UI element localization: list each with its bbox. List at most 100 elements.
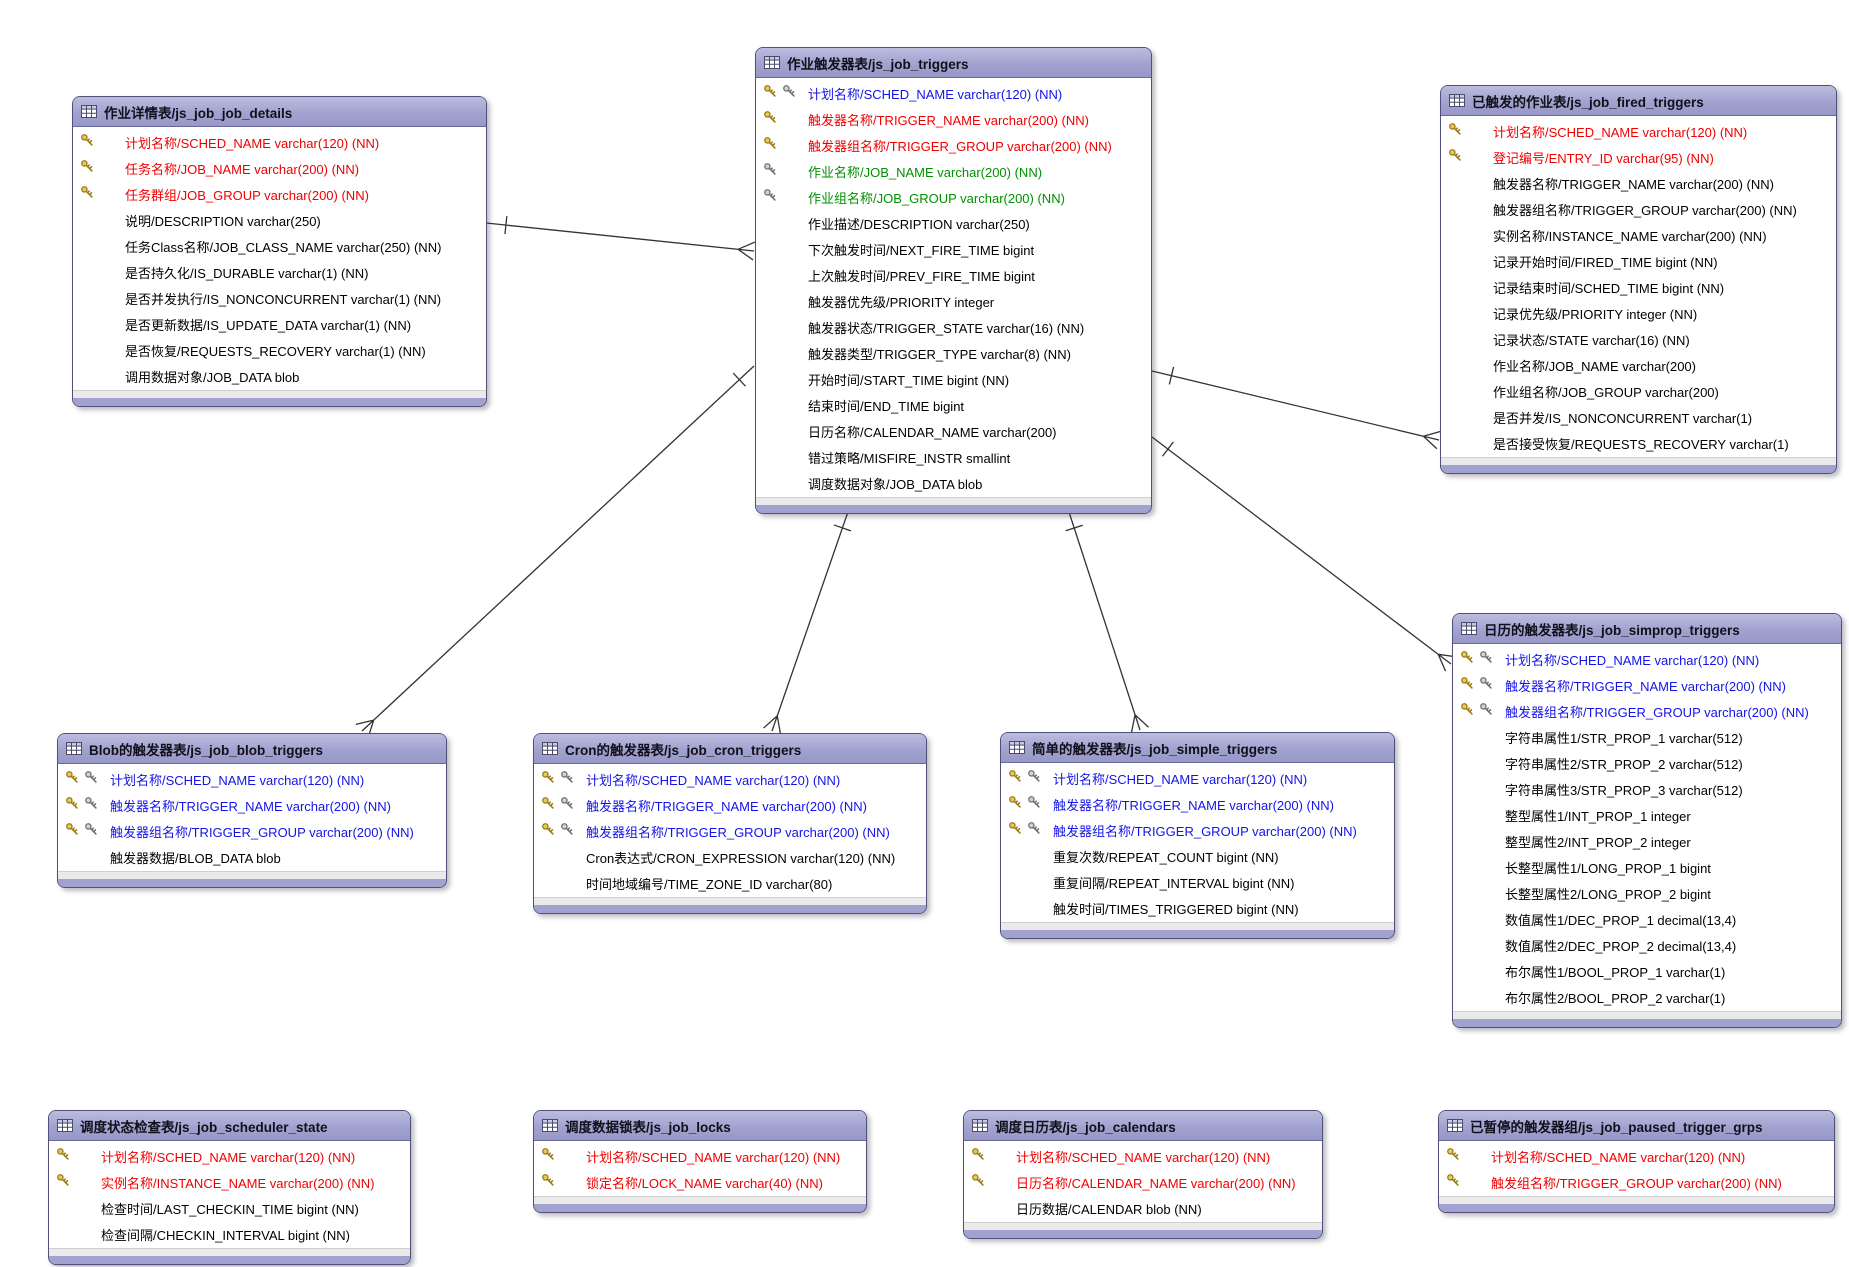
field-row[interactable]: 触发器数据/BLOB_DATA blob — [58, 844, 446, 870]
field-row[interactable]: 实例名称/INSTANCE_NAME varchar(200) (NN) — [1441, 222, 1836, 248]
field-row[interactable]: 字符串属性3/STR_PROP_3 varchar(512) — [1453, 776, 1841, 802]
field-row[interactable]: 长整型属性1/LONG_PROP_1 bigint — [1453, 854, 1841, 880]
table-header[interactable]: Cron的触发器表/js_job_cron_triggers — [534, 734, 926, 764]
table-header[interactable]: 调度状态检查表/js_job_scheduler_state — [49, 1111, 410, 1141]
field-row[interactable]: 是否并发执行/IS_NONCONCURRENT varchar(1) (NN) — [73, 285, 486, 311]
table-header[interactable]: Blob的触发器表/js_job_blob_triggers — [58, 734, 446, 764]
field-row[interactable]: 开始时间/START_TIME bigint (NN) — [756, 366, 1151, 392]
field-row[interactable]: 调度数据对象/JOB_DATA blob — [756, 470, 1151, 496]
field-row[interactable]: 计划名称/SCHED_NAME varchar(120) (NN) — [58, 766, 446, 792]
table-header[interactable]: 简单的触发器表/js_job_simple_triggers — [1001, 733, 1394, 763]
field-row[interactable]: 触发器优先级/PRIORITY integer — [756, 288, 1151, 314]
field-row[interactable]: 布尔属性1/BOOL_PROP_1 varchar(1) — [1453, 958, 1841, 984]
field-row[interactable]: 检查间隔/CHECKIN_INTERVAL bigint (NN) — [49, 1221, 410, 1247]
field-row[interactable]: 重复间隔/REPEAT_INTERVAL bigint (NN) — [1001, 869, 1394, 895]
field-row[interactable]: 触发器名称/TRIGGER_NAME varchar(200) (NN) — [1441, 170, 1836, 196]
field-row[interactable]: 触发器组名称/TRIGGER_GROUP varchar(200) (NN) — [534, 818, 926, 844]
field-row[interactable]: 时间地域编号/TIME_ZONE_ID varchar(80) — [534, 870, 926, 896]
field-row[interactable]: 计划名称/SCHED_NAME varchar(120) (NN) — [756, 80, 1151, 106]
field-row[interactable]: 数值属性1/DEC_PROP_1 decimal(13,4) — [1453, 906, 1841, 932]
field-row[interactable]: 锁定名称/LOCK_NAME varchar(40) (NN) — [534, 1169, 866, 1195]
field-row[interactable]: 触发器名称/TRIGGER_NAME varchar(200) (NN) — [1001, 791, 1394, 817]
field-row[interactable]: 是否更新数据/IS_UPDATE_DATA varchar(1) (NN) — [73, 311, 486, 337]
field-row[interactable]: 调用数据对象/JOB_DATA blob — [73, 363, 486, 389]
field-row[interactable]: 触发器组名称/TRIGGER_GROUP varchar(200) (NN) — [1453, 698, 1841, 724]
field-row[interactable]: 计划名称/SCHED_NAME varchar(120) (NN) — [1453, 646, 1841, 672]
field-row[interactable]: 重复次数/REPEAT_COUNT bigint (NN) — [1001, 843, 1394, 869]
table-header[interactable]: 作业详情表/js_job_job_details — [73, 97, 486, 127]
field-row[interactable]: 触发组名称/TRIGGER_GROUP varchar(200) (NN) — [1439, 1169, 1834, 1195]
field-row[interactable]: 作业组名称/JOB_GROUP varchar(200) (NN) — [756, 184, 1151, 210]
table-header[interactable]: 已触发的作业表/js_job_fired_triggers — [1441, 86, 1836, 116]
field-row[interactable]: 字符串属性2/STR_PROP_2 varchar(512) — [1453, 750, 1841, 776]
field-row[interactable]: 布尔属性2/BOOL_PROP_2 varchar(1) — [1453, 984, 1841, 1010]
field-row[interactable]: 任务Class名称/JOB_CLASS_NAME varchar(250) (N… — [73, 233, 486, 259]
field-row[interactable]: 触发器组名称/TRIGGER_GROUP varchar(200) (NN) — [1441, 196, 1836, 222]
field-row[interactable]: 是否恢复/REQUESTS_RECOVERY varchar(1) (NN) — [73, 337, 486, 363]
field-row[interactable]: 整型属性2/INT_PROP_2 integer — [1453, 828, 1841, 854]
field-row[interactable]: 作业组名称/JOB_GROUP varchar(200) — [1441, 378, 1836, 404]
field-row[interactable]: Cron表达式/CRON_EXPRESSION varchar(120) (NN… — [534, 844, 926, 870]
field-row[interactable]: 是否并发/IS_NONCONCURRENT varchar(1) — [1441, 404, 1836, 430]
table-header[interactable]: 作业触发器表/js_job_triggers — [756, 48, 1151, 78]
field-row[interactable]: 记录开始时间/FIRED_TIME bigint (NN) — [1441, 248, 1836, 274]
field-row[interactable]: 计划名称/SCHED_NAME varchar(120) (NN) — [534, 766, 926, 792]
field-row[interactable]: 任务名称/JOB_NAME varchar(200) (NN) — [73, 155, 486, 181]
field-row[interactable]: 记录优先级/PRIORITY integer (NN) — [1441, 300, 1836, 326]
table-header[interactable]: 已暂停的触发器组/js_job_paused_trigger_grps — [1439, 1111, 1834, 1141]
field-row[interactable]: 整型属性1/INT_PROP_1 integer — [1453, 802, 1841, 828]
field-row[interactable]: 计划名称/SCHED_NAME varchar(120) (NN) — [49, 1143, 410, 1169]
field-row[interactable]: 记录结束时间/SCHED_TIME bigint (NN) — [1441, 274, 1836, 300]
field-row[interactable]: 计划名称/SCHED_NAME varchar(120) (NN) — [534, 1143, 866, 1169]
field-row[interactable]: 上次触发时间/PREV_FIRE_TIME bigint — [756, 262, 1151, 288]
field-row[interactable]: 长整型属性2/LONG_PROP_2 bigint — [1453, 880, 1841, 906]
field-row[interactable]: 作业名称/JOB_NAME varchar(200) (NN) — [756, 158, 1151, 184]
field-row[interactable]: 是否持久化/IS_DURABLE varchar(1) (NN) — [73, 259, 486, 285]
field-row[interactable]: 字符串属性1/STR_PROP_1 varchar(512) — [1453, 724, 1841, 750]
field-row[interactable]: 结束时间/END_TIME bigint — [756, 392, 1151, 418]
field-row[interactable]: 数值属性2/DEC_PROP_2 decimal(13,4) — [1453, 932, 1841, 958]
field-row[interactable]: 任务群组/JOB_GROUP varchar(200) (NN) — [73, 181, 486, 207]
field-row[interactable]: 日历名称/CALENDAR_NAME varchar(200) (NN) — [964, 1169, 1322, 1195]
field-row[interactable]: 触发器组名称/TRIGGER_GROUP varchar(200) (NN) — [1001, 817, 1394, 843]
field-row[interactable]: 下次触发时间/NEXT_FIRE_TIME bigint — [756, 236, 1151, 262]
field-row[interactable]: 记录状态/STATE varchar(16) (NN) — [1441, 326, 1836, 352]
field-row[interactable]: 计划名称/SCHED_NAME varchar(120) (NN) — [1439, 1143, 1834, 1169]
field-row[interactable]: 检查时间/LAST_CHECKIN_TIME bigint (NN) — [49, 1195, 410, 1221]
field-row[interactable]: 日历名称/CALENDAR_NAME varchar(200) — [756, 418, 1151, 444]
field-row[interactable]: 触发器组名称/TRIGGER_GROUP varchar(200) (NN) — [756, 132, 1151, 158]
field-row[interactable]: 触发器名称/TRIGGER_NAME varchar(200) (NN) — [534, 792, 926, 818]
field-row[interactable]: 作业描述/DESCRIPTION varchar(250) — [756, 210, 1151, 236]
field-row[interactable]: 计划名称/SCHED_NAME varchar(120) (NN) — [964, 1143, 1322, 1169]
field-row[interactable]: 作业名称/JOB_NAME varchar(200) — [1441, 352, 1836, 378]
table-header[interactable]: 日历的触发器表/js_job_simprop_triggers — [1453, 614, 1841, 644]
table-header[interactable]: 调度数据锁表/js_job_locks — [534, 1111, 866, 1141]
field-row[interactable]: 触发时间/TIMES_TRIGGERED bigint (NN) — [1001, 895, 1394, 921]
field-row[interactable]: 触发器名称/TRIGGER_NAME varchar(200) (NN) — [756, 106, 1151, 132]
field-row[interactable]: 计划名称/SCHED_NAME varchar(120) (NN) — [73, 129, 486, 155]
field-row[interactable]: 说明/DESCRIPTION varchar(250) — [73, 207, 486, 233]
field-row[interactable]: 触发器状态/TRIGGER_STATE varchar(16) (NN) — [756, 314, 1151, 340]
field-row[interactable]: 触发器组名称/TRIGGER_GROUP varchar(200) (NN) — [58, 818, 446, 844]
field-row[interactable]: 触发器名称/TRIGGER_NAME varchar(200) (NN) — [58, 792, 446, 818]
table-header[interactable]: 调度日历表/js_job_calendars — [964, 1111, 1322, 1141]
field-row[interactable]: 登记编号/ENTRY_ID varchar(95) (NN) — [1441, 144, 1836, 170]
field-row[interactable]: 实例名称/INSTANCE_NAME varchar(200) (NN) — [49, 1169, 410, 1195]
field-row[interactable]: 是否接受恢复/REQUESTS_RECOVERY varchar(1) — [1441, 430, 1836, 456]
field-row[interactable]: 触发器类型/TRIGGER_TYPE varchar(8) (NN) — [756, 340, 1151, 366]
field-row[interactable]: 触发器名称/TRIGGER_NAME varchar(200) (NN) — [1453, 672, 1841, 698]
field-row[interactable]: 日历数据/CALENDAR blob (NN) — [964, 1195, 1322, 1221]
field-row[interactable]: 计划名称/SCHED_NAME varchar(120) (NN) — [1441, 118, 1836, 144]
field-row[interactable]: 计划名称/SCHED_NAME varchar(120) (NN) — [1001, 765, 1394, 791]
